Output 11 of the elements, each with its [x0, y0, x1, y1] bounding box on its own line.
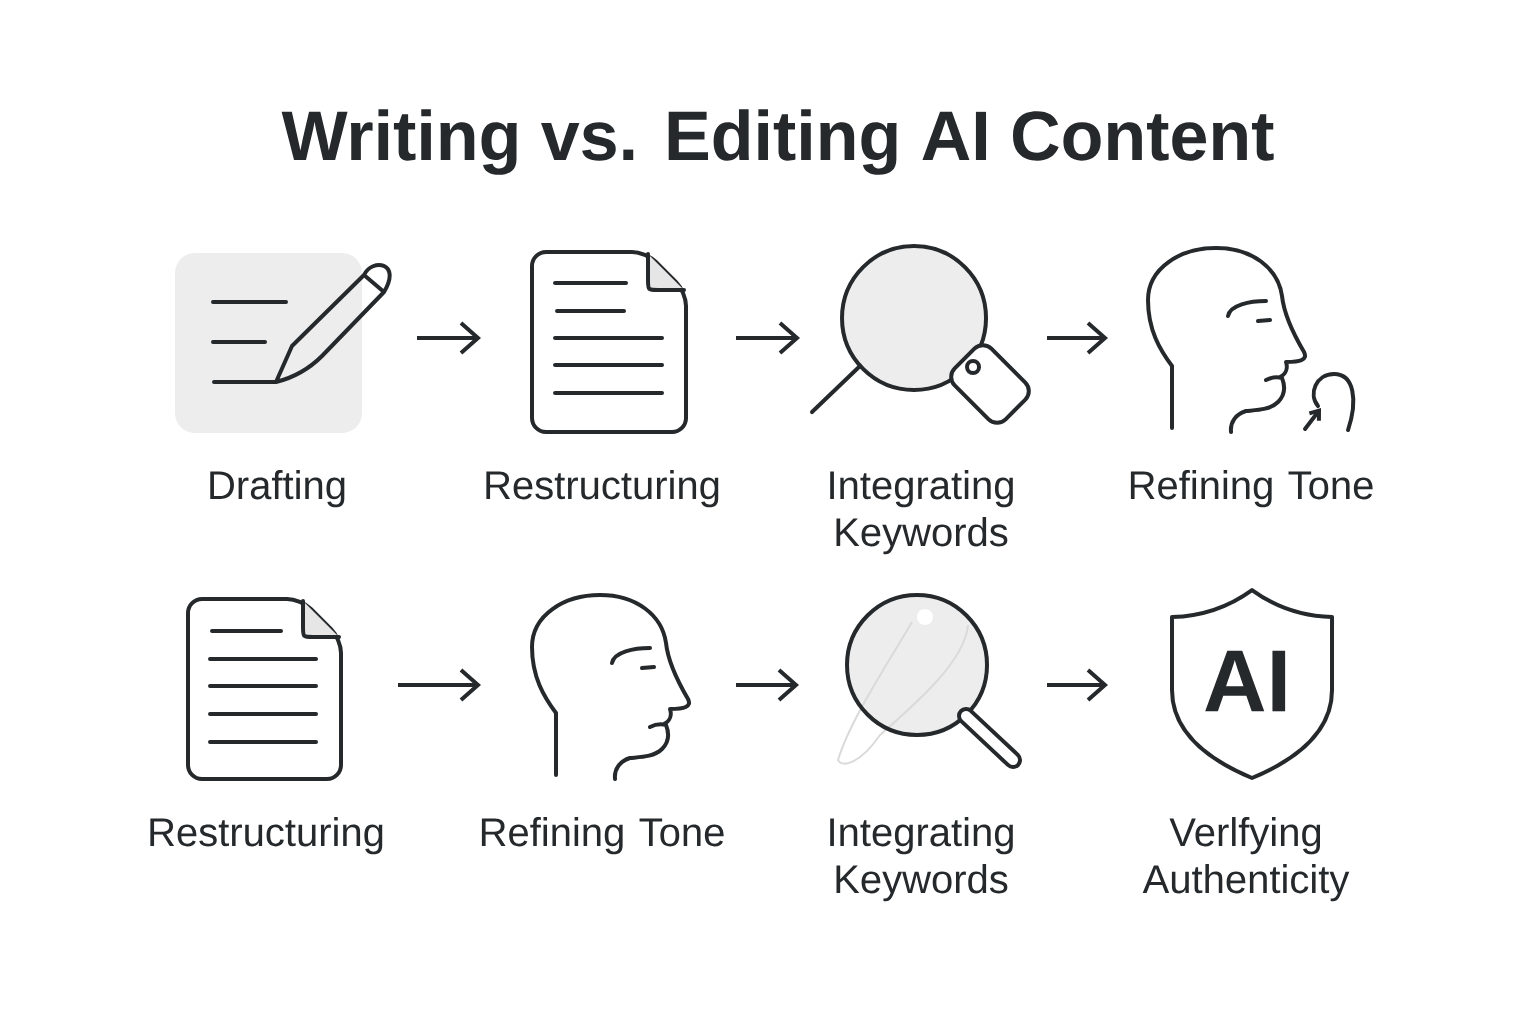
step-label: Integrating Keywords — [830, 817, 1013, 902]
step-label: Restructuring — [486, 470, 719, 508]
title: Writing vs. Editing AI Content — [281, 109, 1274, 175]
step-label: Refining Tone — [1130, 470, 1373, 508]
arrow — [398, 668, 481, 702]
step-label: Verlfying Authenticity — [1142, 817, 1350, 902]
step-label: Restructuring — [150, 817, 383, 855]
step-label: Refining Tone — [481, 817, 724, 855]
shield-text: AI — [1205, 650, 1286, 712]
step-label: Drafting — [210, 470, 345, 508]
step-label: Integrating Keywords — [830, 470, 1013, 555]
